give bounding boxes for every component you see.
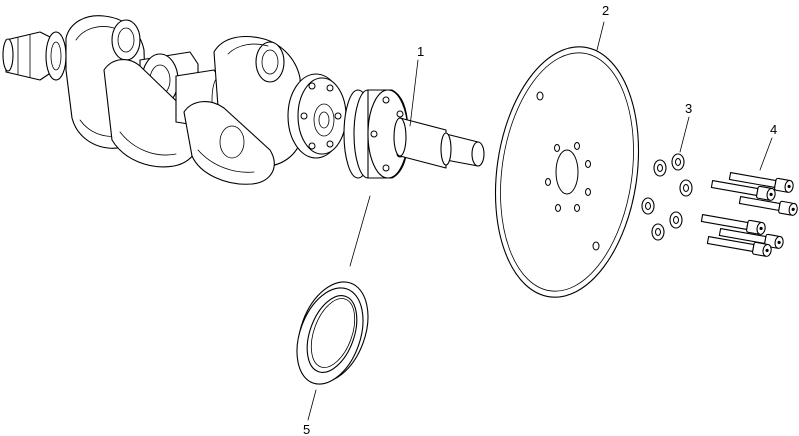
adapter-hub [343,89,485,179]
flex-plate [494,46,640,298]
crankshaft [2,15,347,185]
seal-ring [296,281,369,385]
washers [641,153,693,241]
callout-1: 1 [417,44,424,59]
bolts [700,172,798,257]
leader-lines [307,21,773,421]
callout-3: 3 [685,101,692,116]
callout-5: 5 [303,422,310,436]
callout-labels: 1 2 3 4 5 [303,3,777,436]
callout-4: 4 [770,122,777,137]
callout-2: 2 [602,3,609,18]
